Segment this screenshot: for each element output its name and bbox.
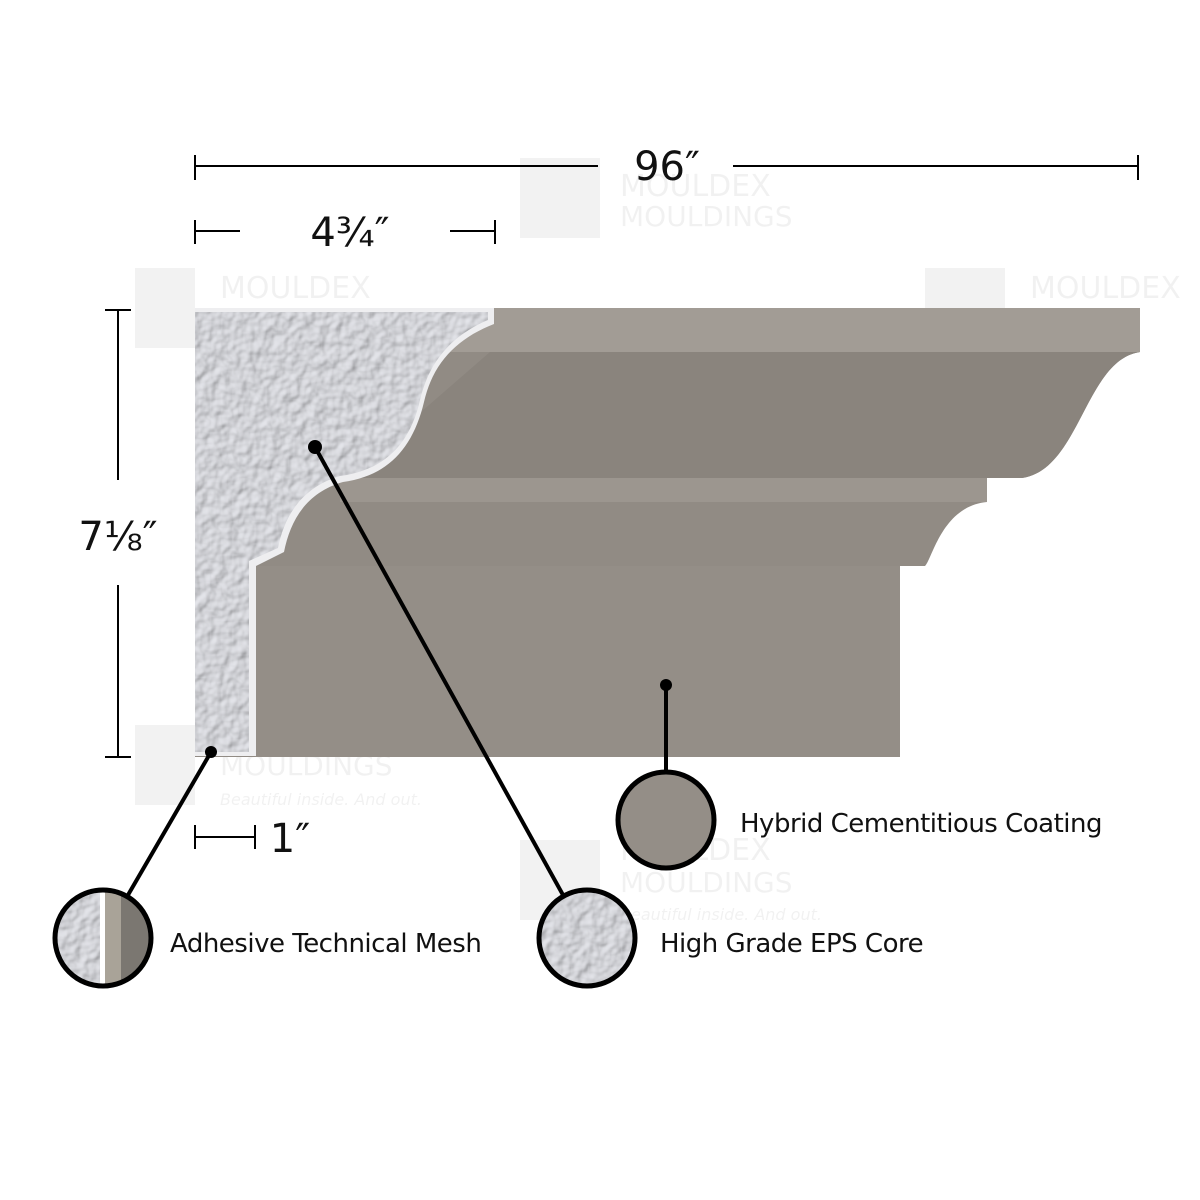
dimension-depth-label: 4¾″ xyxy=(310,210,389,256)
coating-fillet xyxy=(340,478,987,502)
coating-cove-shade xyxy=(345,352,1140,478)
callout-coating: Hybrid Cementitious Coating xyxy=(615,679,1103,871)
callout-coating-label: Hybrid Cementitious Coating xyxy=(740,809,1102,839)
dimension-length-label: 96″ xyxy=(634,144,700,190)
callout-mesh: Adhesive Technical Mesh xyxy=(52,746,482,989)
callout-eps-label: High Grade EPS Core xyxy=(660,929,923,959)
dimension-mesh-offset-label: 1″ xyxy=(270,816,310,862)
eps-swatch-icon xyxy=(539,890,635,986)
dimension-depth xyxy=(194,220,496,244)
svg-text:MOULDINGS: MOULDINGS xyxy=(620,200,793,233)
svg-text:MOULDEX: MOULDEX xyxy=(620,169,771,204)
moulding-profile xyxy=(195,308,1140,757)
svg-text:MOULDEX: MOULDEX xyxy=(1030,271,1181,306)
callout-eps: High Grade EPS Core xyxy=(308,440,924,989)
svg-text:MOULDEX: MOULDEX xyxy=(220,271,371,306)
dimension-height-label: 7⅛″ xyxy=(78,514,157,560)
callout-mesh-label: Adhesive Technical Mesh xyxy=(170,929,481,959)
dimension-mesh-offset xyxy=(194,825,256,849)
dimension-height xyxy=(105,309,131,758)
svg-text:Beautiful inside. And out.: Beautiful inside. And out. xyxy=(220,790,422,809)
svg-text:MOULDINGS: MOULDINGS xyxy=(620,866,793,899)
coating-fascia xyxy=(255,566,900,757)
coating-swatch-icon xyxy=(615,769,717,871)
dimension-length xyxy=(194,155,1139,180)
svg-text:Beautiful inside. And out.: Beautiful inside. And out. xyxy=(620,905,822,924)
eps-core xyxy=(195,312,488,752)
